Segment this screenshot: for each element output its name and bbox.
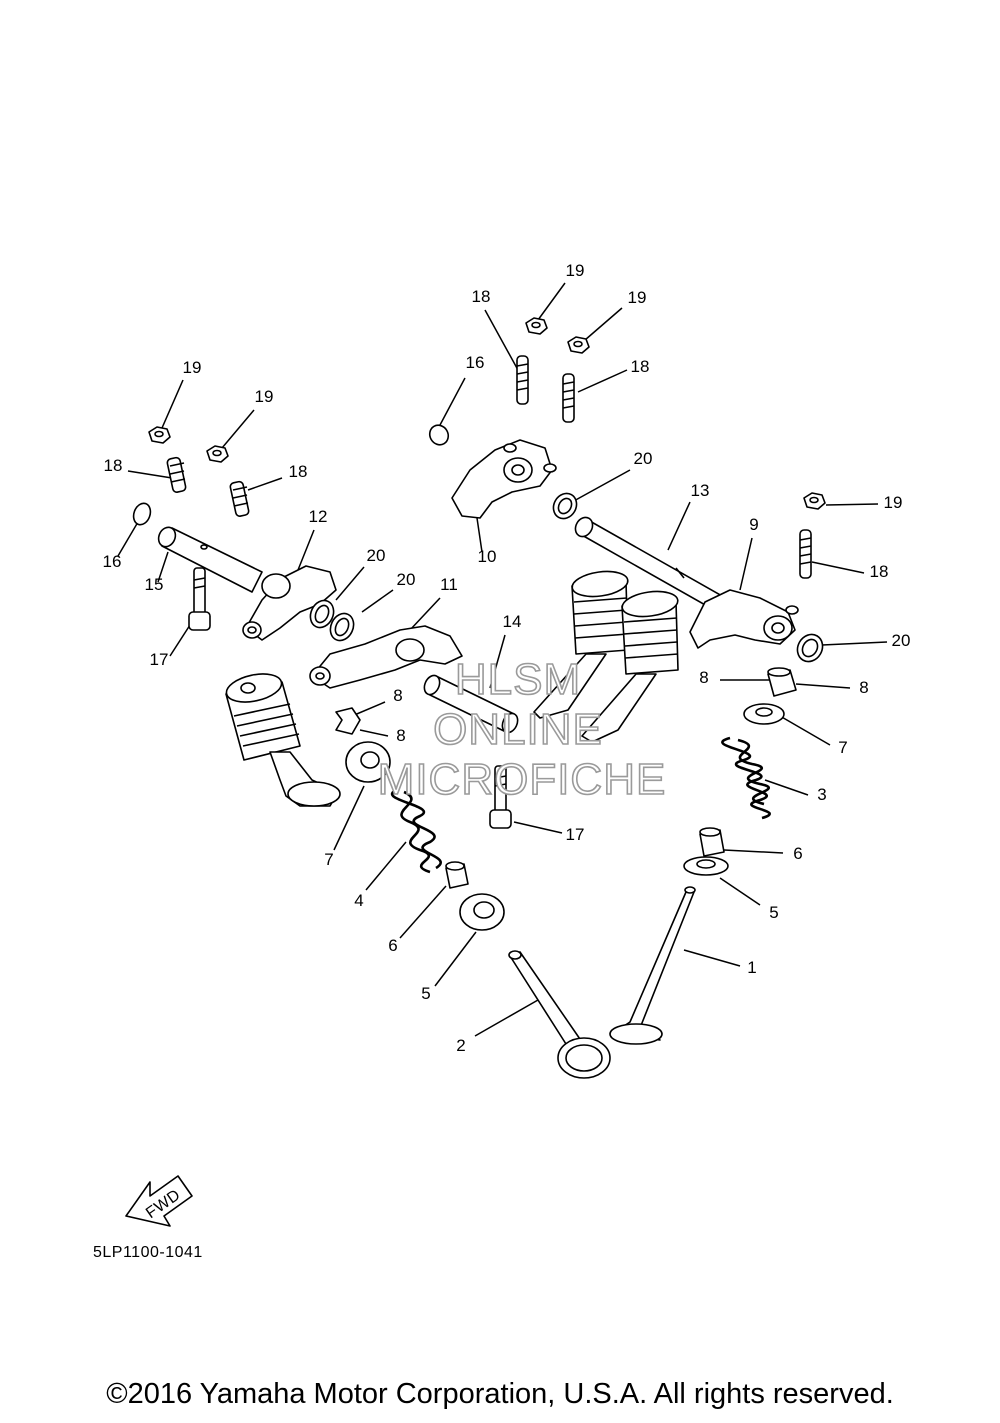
spring-seat-5-right (683, 856, 729, 876)
nut-19-left-b (206, 445, 229, 463)
o-ring-16-top (428, 424, 450, 446)
callout-c7b: 7 (324, 850, 333, 869)
callout-c19d: 19 (255, 387, 274, 406)
callout-c19c: 19 (183, 358, 202, 377)
watermark-line-1: HLSM (455, 655, 581, 704)
o-ring-16-left (132, 502, 152, 526)
callout-c12: 12 (309, 507, 328, 526)
nut-19-top-b (567, 336, 590, 354)
stud-18-top-b (562, 373, 575, 423)
callout-c8a: 8 (699, 668, 708, 687)
watermark-line-3: MICROFICHE (378, 755, 667, 804)
callout-c20a: 20 (634, 449, 653, 468)
callout-c15: 15 (145, 575, 164, 594)
bolt-17-center (489, 765, 512, 829)
valve-seal-6-left (445, 861, 469, 889)
callout-c20c: 20 (397, 570, 416, 589)
stud-18-left-b (229, 480, 250, 517)
callout-c8c: 8 (393, 686, 402, 705)
callout-c4: 4 (354, 891, 363, 910)
callout-c19e: 19 (884, 493, 903, 512)
callout-c19b: 19 (628, 288, 647, 307)
callout-c1: 1 (747, 958, 756, 977)
spring-retainer-7-right (743, 703, 785, 725)
callout-c6b: 6 (388, 936, 397, 955)
callout-c9: 9 (749, 515, 758, 534)
stud-18-top-a (516, 355, 529, 405)
callout-c16b: 16 (103, 552, 122, 571)
washer-20-a (552, 492, 578, 520)
spring-seat-5-left (459, 893, 505, 931)
washer-20-b (309, 599, 335, 629)
bolt-17-left (188, 567, 211, 631)
callout-c5a: 5 (769, 903, 778, 922)
nut-19-left-a (148, 426, 171, 444)
rocker-shaft-14 (423, 674, 519, 734)
callout-c17b: 17 (566, 825, 585, 844)
callout-c5b: 5 (421, 984, 430, 1003)
callout-c20d: 20 (892, 631, 911, 650)
callout-c16a: 16 (466, 353, 485, 372)
callout-c8d: 8 (396, 726, 405, 745)
callout-c6a: 6 (793, 844, 802, 863)
valve-cotter-8-left (335, 707, 361, 735)
callout-c18c: 18 (104, 456, 123, 475)
callout-c18a: 18 (472, 287, 491, 306)
callout-c8b: 8 (859, 678, 868, 697)
callout-c17a: 17 (150, 650, 169, 669)
watermark: HLSM ONLINE MICROFICHE (377, 654, 667, 805)
callout-c18d: 18 (289, 462, 308, 481)
watermark-line-2: ONLINE (433, 705, 603, 754)
callout-c3: 3 (817, 785, 826, 804)
stud-18-right (799, 529, 812, 579)
valve-spring-4 (391, 788, 442, 874)
washer-20-right (796, 633, 824, 663)
leader-lines (117, 282, 888, 1037)
copyright-notice: ©2016 Yamaha Motor Corporation, U.S.A. A… (106, 1378, 894, 1410)
callout-c18b: 18 (631, 357, 650, 376)
nut-19-top-a (525, 317, 548, 335)
spring-retainer-7-left (345, 741, 391, 783)
valve-2-intake (508, 950, 611, 1079)
callout-c7a: 7 (838, 738, 847, 757)
forward-direction-arrow-icon: FWD (125, 1175, 193, 1227)
callout-c18e: 18 (870, 562, 889, 581)
callout-c19a: 19 (566, 261, 585, 280)
callout-c13: 13 (691, 481, 710, 500)
rocker-arm-12 (242, 565, 337, 641)
valve-lifter-left (225, 673, 341, 807)
callout-c11: 11 (440, 575, 458, 594)
valve-seal-6-right (699, 827, 725, 857)
callout-c20b: 20 (367, 546, 386, 565)
rocker-shaft-15 (157, 526, 263, 593)
diagram-code: 5LP1100-1041 (93, 1244, 203, 1261)
rocker-arm-9 (689, 589, 799, 649)
stud-18-left-a (166, 456, 187, 493)
valve-lifter-center-b (581, 590, 679, 743)
valve-spring-3 (721, 736, 771, 820)
valve-1-exhaust (609, 886, 696, 1045)
callout-c10: 10 (478, 547, 497, 566)
valve-cotter-8-right (767, 667, 797, 697)
callout-c2: 2 (456, 1036, 465, 1055)
rocker-arm-11 (309, 625, 463, 689)
washer-20-c (329, 612, 355, 642)
nut-19-right (803, 492, 826, 510)
callout-c14: 14 (503, 612, 522, 631)
rocker-arm-10 (451, 439, 557, 519)
